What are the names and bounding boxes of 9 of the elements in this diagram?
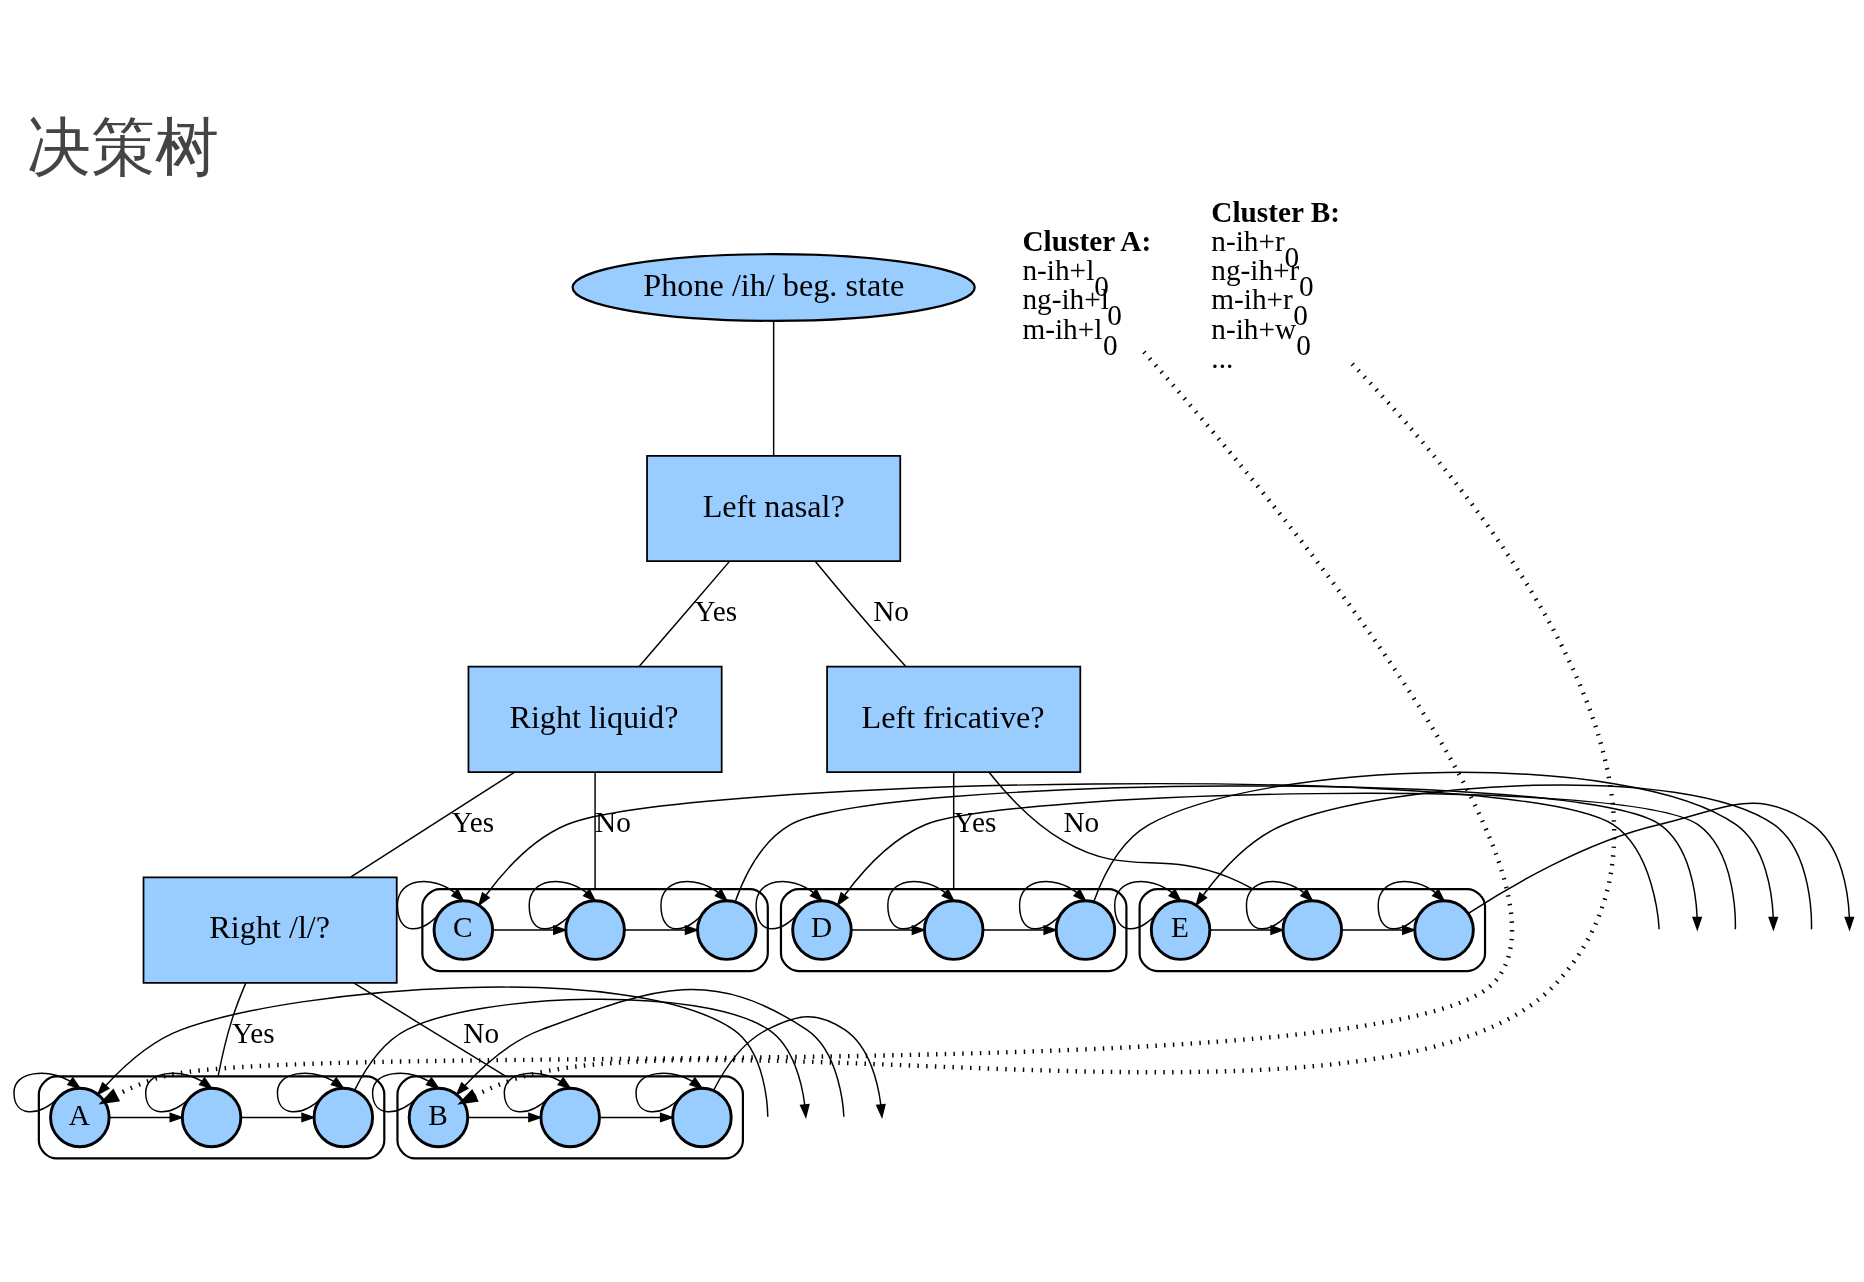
edge-label: Yes [694,595,738,628]
edge-label: No [873,595,909,628]
edge-label: No [595,806,631,839]
diagram-title: 决策树 [27,112,220,184]
edge-label: No [1063,806,1100,839]
edge-label: No [463,1016,500,1049]
edge-label: Yes [232,1016,275,1049]
edge-label: Yes [451,806,495,839]
edge-label: Yes [953,806,997,839]
